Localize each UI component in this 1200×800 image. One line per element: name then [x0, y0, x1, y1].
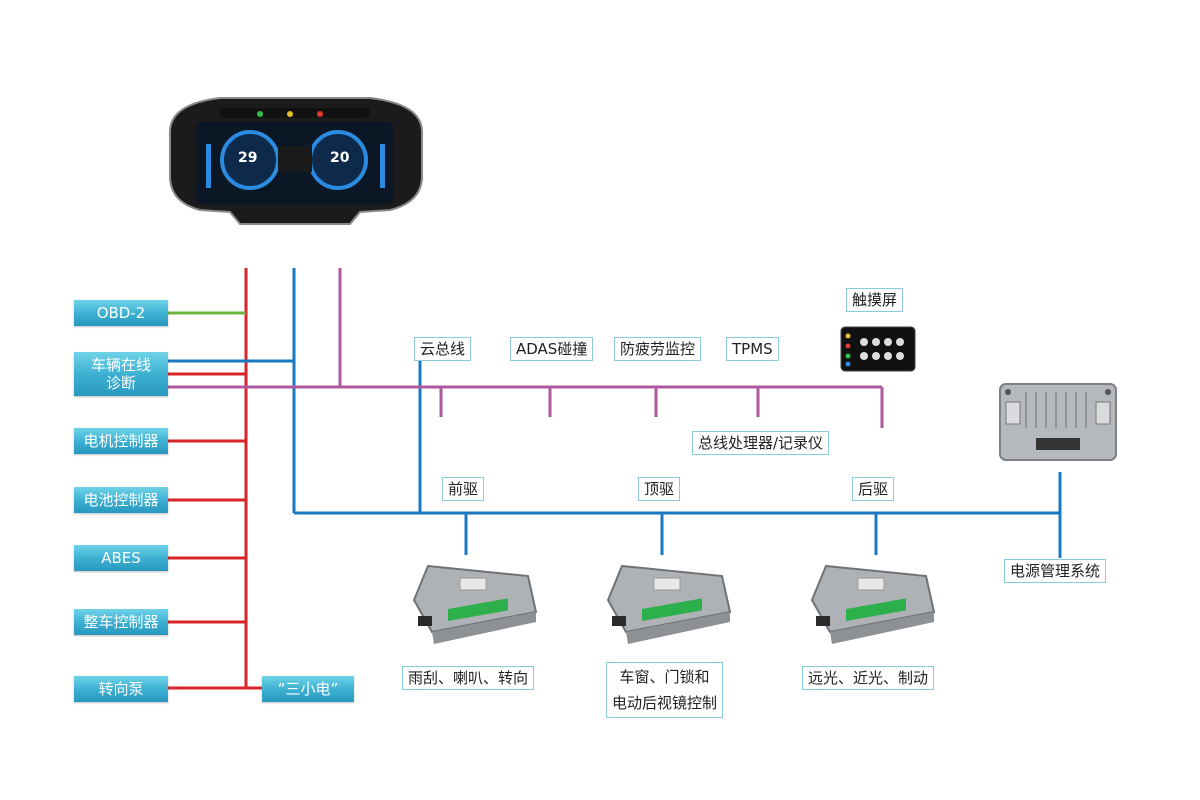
online-diagnosis-module[interactable]: 车辆在线 诊断 [74, 352, 168, 396]
top-drive-tag: 顶驱 [638, 477, 680, 501]
small-power-module[interactable]: “三小电” [262, 676, 354, 702]
power-management-image [996, 378, 1120, 470]
steering-pump-module[interactable]: 转向泵 [74, 676, 168, 702]
cloud-bus-tag: 云总线 [414, 337, 471, 361]
front-controller-image [408, 556, 542, 648]
abes-module[interactable]: ABES [74, 545, 168, 571]
front-function-tag: 雨刮、喇叭、转向 [402, 666, 534, 690]
adas-tag: ADAS碰撞 [510, 337, 593, 361]
top-function-tag: 车窗、门锁和 电动后视镜控制 [606, 662, 723, 718]
motor-controller-module[interactable]: 电机控制器 [74, 428, 168, 454]
rear-drive-tag: 后驱 [852, 477, 894, 501]
tpms-tag: TPMS [726, 337, 779, 361]
online-diagnosis-label: 车辆在线 诊断 [91, 356, 151, 392]
touchscreen-image [840, 326, 916, 372]
instrument-cluster-image [160, 84, 430, 230]
left-gauge-value: 29 [238, 150, 257, 166]
vehicle-controller-module[interactable]: 整车控制器 [74, 609, 168, 635]
top-controller-image [602, 556, 736, 648]
right-gauge-value: 20 [330, 150, 349, 166]
fatigue-monitor-tag: 防疲劳监控 [614, 337, 701, 361]
red-bus [168, 268, 262, 688]
battery-controller-module[interactable]: 电池控制器 [74, 487, 168, 513]
rear-function-tag: 远光、近光、制动 [802, 666, 934, 690]
obd-module[interactable]: OBD-2 [74, 300, 168, 326]
power-management-tag: 电源管理系统 [1004, 559, 1106, 583]
touchscreen-tag: 触摸屏 [846, 288, 903, 312]
bus-processor-tag: 总线处理器/记录仪 [692, 431, 829, 455]
rear-controller-image [806, 556, 940, 648]
blue-bus [168, 268, 1060, 558]
front-drive-tag: 前驱 [442, 477, 484, 501]
